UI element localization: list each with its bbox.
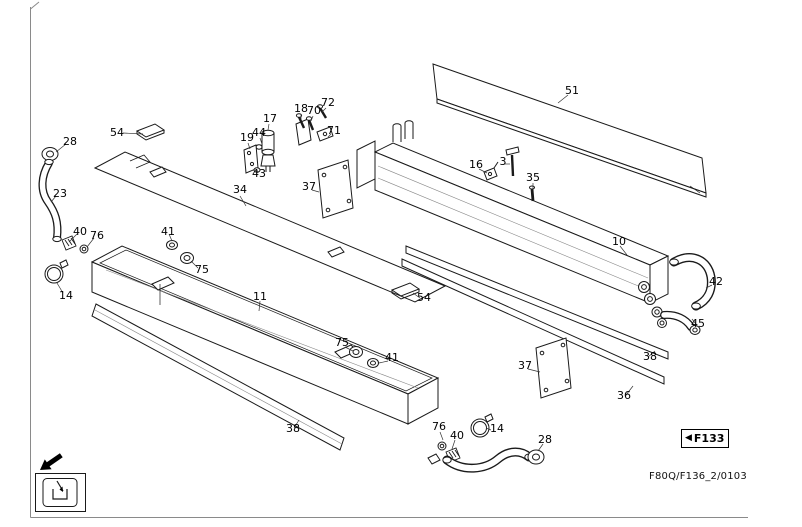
legend-box	[35, 473, 86, 512]
elbow-fitting-bottom	[427, 453, 441, 465]
callout-72: 72	[321, 96, 335, 109]
callout-3: 3	[500, 155, 507, 168]
bolt-3	[505, 146, 520, 177]
panel-51	[432, 63, 707, 198]
callout-35: 35	[526, 171, 540, 184]
callout-19: 19	[240, 131, 254, 144]
container-icon	[52, 480, 68, 500]
pipe-45	[660, 310, 701, 335]
left-triangle-icon: ◀	[685, 433, 692, 443]
callout-76-left: 76	[90, 229, 104, 242]
callout-14-left: 14	[59, 289, 73, 302]
ring-41-top	[166, 240, 178, 250]
pin-35	[529, 185, 535, 202]
callout-45: 45	[691, 317, 705, 330]
bracket-plate-18-group	[295, 118, 312, 146]
callout-38-right: 38	[643, 350, 657, 363]
plate-37-bottom	[535, 337, 572, 399]
callout-54-top: 54	[110, 126, 124, 139]
spring-40-left	[61, 235, 77, 251]
tray-11	[90, 245, 440, 425]
drawing-code: F80Q/F136_2/0103	[649, 471, 747, 482]
hose-23	[38, 158, 62, 243]
bracket-16	[483, 161, 499, 181]
screw-70	[305, 116, 315, 131]
callout-38-left: 38	[286, 422, 300, 435]
strip-38-left	[91, 303, 345, 451]
callout-11: 11	[253, 290, 267, 303]
pad-54-top	[135, 123, 166, 141]
clamp-14-bottom	[470, 413, 494, 438]
callout-54-mid: 54	[417, 291, 431, 304]
strip-34	[93, 151, 447, 303]
hose-14-bottom	[442, 447, 534, 473]
callout-28-left: 28	[63, 135, 77, 148]
callout-37-bottom: 37	[518, 359, 532, 372]
callout-42: 42	[709, 275, 723, 288]
callout-34: 34	[233, 183, 247, 196]
callout-28-bottom: 28	[538, 433, 552, 446]
pad-54-mid	[390, 282, 421, 300]
washer-44	[255, 144, 263, 150]
ring-41-bottom	[367, 358, 379, 368]
callout-17: 17	[263, 112, 277, 125]
callout-43: 43	[252, 167, 266, 180]
figure-reference-label: F133	[693, 432, 725, 445]
callout-18: 18	[294, 102, 308, 115]
core-10	[356, 120, 670, 328]
callout-70: 70	[307, 104, 321, 117]
callout-16: 16	[469, 158, 483, 171]
fitting-76-bottom	[437, 441, 447, 451]
page-frame	[30, 1, 748, 518]
valve-17	[260, 129, 276, 172]
callout-76-bottom: 76	[432, 420, 446, 433]
callout-44: 44	[252, 126, 266, 139]
callouts: 54 28 23 40 76 14 41 75 34 19 44 17 43 1…	[53, 84, 723, 446]
hose-42	[669, 253, 716, 311]
screw-18	[295, 113, 306, 129]
plate-37-top	[317, 159, 354, 219]
rail-38-right	[405, 245, 669, 360]
callout-40-bottom: 40	[450, 429, 464, 442]
callout-41-bottom: 41	[385, 351, 399, 364]
leader-lines	[50, 94, 713, 452]
clamp-ring-28-bottom	[527, 449, 545, 465]
callout-36: 36	[617, 389, 631, 402]
screw-72	[316, 104, 328, 119]
callout-71: 71	[327, 124, 341, 137]
callout-51: 51	[565, 84, 579, 97]
callout-10: 10	[612, 235, 626, 248]
grommet-75-bottom	[349, 346, 363, 358]
callout-23: 23	[53, 187, 67, 200]
callout-14-bottom: 14	[490, 422, 504, 435]
clamp-14-left	[44, 259, 69, 284]
callout-75-top: 75	[195, 263, 209, 276]
callout-40-left: 40	[73, 225, 87, 238]
clamp-ring-28-left	[41, 147, 59, 161]
figure-reference-link[interactable]: ◀ F133	[681, 429, 730, 448]
callout-41-top: 41	[161, 225, 175, 238]
clip-71	[316, 126, 334, 142]
callout-75-bottom: 75	[335, 336, 349, 349]
fitting-76-left	[79, 244, 89, 254]
rail-36	[401, 258, 665, 385]
grommet-75-top	[180, 252, 194, 264]
callout-37-top: 37	[302, 180, 316, 193]
direction-arrow-icon	[40, 453, 63, 470]
